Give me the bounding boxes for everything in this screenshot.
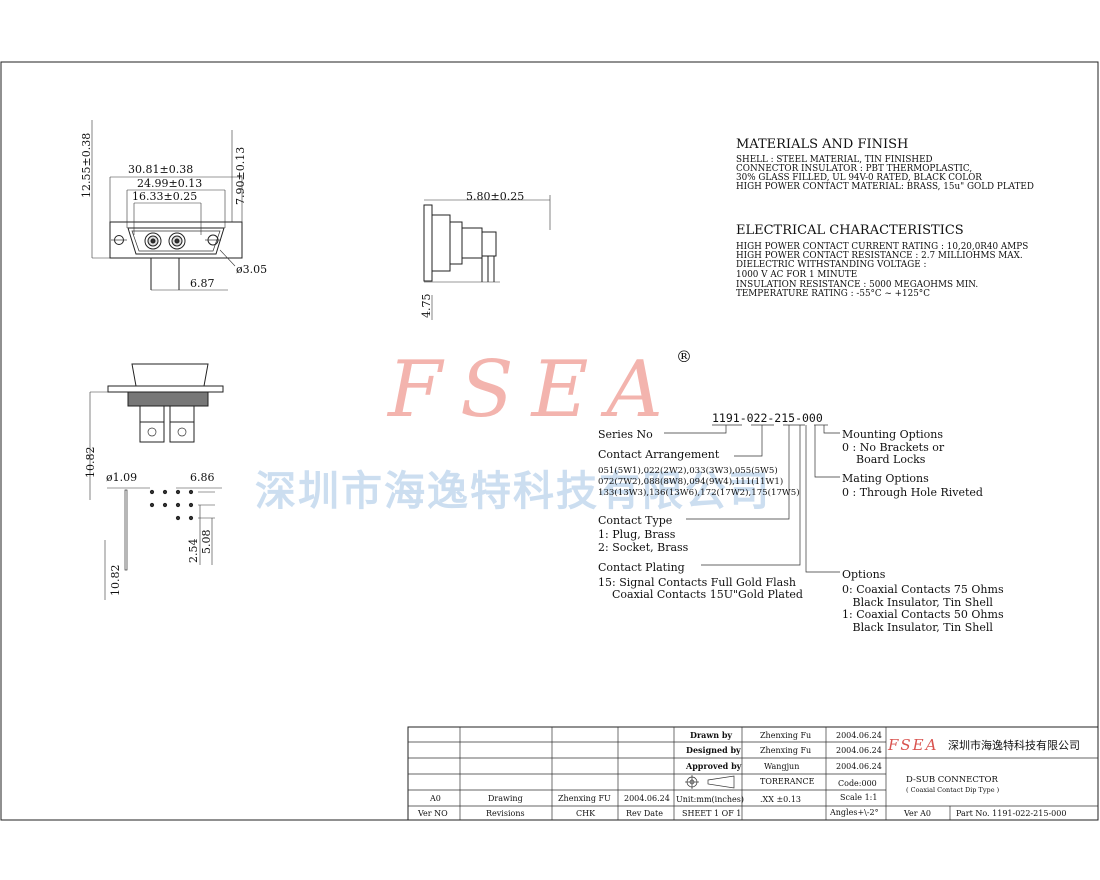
electrical-line: TEMPERATURE RATING : -55°C ~ +125°C (736, 289, 930, 299)
designed-name: Zhenxing Fu (760, 746, 811, 755)
type-line: 1: Plug, Brass (598, 528, 676, 541)
rev-desc: Drawing (488, 794, 523, 803)
dim-height-12-55: 12.55±0.38 (80, 133, 93, 198)
mounting-line: 0 : No Brackets or (842, 441, 945, 454)
watermark-company: 深圳市海逸特科技有限公司 (255, 467, 771, 515)
mating-title: Mating Options (842, 472, 929, 485)
projection-symbol-icon (685, 775, 735, 789)
version-value: Ver A0 (903, 809, 931, 818)
watermark: FSEA ® 深圳市海逸特科技有限公司 (255, 345, 771, 515)
electrical-line: DIELECTRIC WITHSTANDING VOLTAGE : (736, 260, 927, 270)
materials-line: SHELL : STEEL MATERIAL, TIN FINISHED (736, 155, 933, 165)
options-line: 1: Coaxial Contacts 50 Ohms (842, 608, 1004, 621)
pcb-footprint: ø1.09 6.86 2.54 5.08 10.82 (104, 471, 222, 600)
dim-width-30-81: 30.81±0.38 (128, 163, 193, 176)
product-name: D-SUB CONNECTOR (906, 775, 998, 785)
drawn-label: Drawn by (690, 730, 732, 740)
rev-ver: A0 (429, 794, 441, 803)
rev-date: 2004.06.24 (624, 794, 670, 803)
materials-section: MATERIALS AND FINISH SHELL : STEEL MATER… (736, 137, 1034, 192)
options-line: 0: Coaxial Contacts 75 Ohms (842, 583, 1004, 596)
materials-line: CONNECTOR INSULATOR : PBT THERMOPLASTIC, (736, 164, 972, 174)
electrical-title: ELECTRICAL CHARACTERISTICS (736, 223, 964, 238)
part-code-number: 1191-022-215-000 (712, 411, 823, 425)
materials-title: MATERIALS AND FINISH (736, 137, 908, 152)
dim-width-24-99: 24.99±0.13 (137, 177, 202, 190)
mounting-title: Mounting Options (842, 428, 943, 441)
options-title: Options (842, 568, 886, 581)
electrical-line: INSULATION RESISTANCE : 5000 MEGAOHMS MI… (736, 280, 978, 290)
approved-name: Wangjun (764, 762, 799, 771)
scale-value: Scale 1:1 (840, 793, 877, 802)
mounting-line: Board Locks (842, 453, 926, 466)
approved-date: 2004.06.24 (836, 762, 882, 771)
part-number-value: Part No. 1191-022-215-000 (956, 809, 1066, 818)
dim-pitch-6-86: 6.86 (190, 471, 215, 484)
hdr-rev: Revisions (486, 809, 525, 818)
electrical-line: HIGH POWER CONTACT CURRENT RATING : 10,2… (736, 242, 1028, 252)
side-view: 5.80±0.25 4.75 (420, 190, 551, 320)
dim-pin-offset: 6.87 (190, 277, 215, 290)
approved-label: Approved by (685, 761, 742, 771)
dim-width-16-33: 16.33±0.25 (132, 190, 197, 203)
part-number-breakdown: 1191-022-215-000 Series No Contact Arran… (598, 411, 1004, 634)
front-view: 30.81±0.38 24.99±0.13 16.33±0.25 ø3.05 6… (80, 120, 267, 291)
options-line: Black Insulator, Tin Shell (842, 621, 993, 634)
dim-pitch-5-08: 5.08 (200, 530, 213, 555)
electrical-line: HIGH POWER CONTACT RESISTANCE : 2.7 MILL… (736, 251, 1023, 261)
sheet-value: SHEET 1 OF 1 (682, 809, 741, 818)
arrangement-line: 051(5W1),022(2W2),033(3W3),055(5W5) (598, 465, 778, 476)
arrangement-title: Contact Arrangement (598, 448, 720, 461)
angles-value: Angles+\-2° (829, 808, 879, 817)
company-logo: FSEA (887, 736, 938, 754)
hdr-chk: CHK (576, 809, 596, 818)
drawn-name: Zhenxing Fu (760, 731, 811, 740)
plating-line: Coaxial Contacts 15U"Gold Plated (598, 588, 803, 601)
rev-chk: Zhenxing FU (558, 794, 611, 803)
type-line: 2: Socket, Brass (598, 541, 689, 554)
watermark-logo: FSEA (386, 345, 681, 435)
dim-pitch-2-54: 2.54 (187, 539, 200, 564)
options-line: Black Insulator, Tin Shell (842, 596, 993, 609)
watermark-registered: ® (676, 347, 692, 366)
mating-line: 0 : Through Hole Riveted (842, 486, 983, 499)
designed-date: 2004.06.24 (836, 746, 882, 755)
dim-height-7-90: 7.90±0.13 (234, 147, 247, 205)
electrical-section: ELECTRICAL CHARACTERISTICS HIGH POWER CO… (736, 223, 1028, 299)
code-value: Code:000 (838, 779, 877, 788)
materials-line: 30% GLASS FILLED, UL 94V-0 RATED, BLACK … (736, 173, 982, 183)
company-name: 深圳市海逸特科技有限公司 (948, 738, 1080, 752)
title-block: A0 Drawing Zhenxing FU 2004.06.24 Ver NO… (407, 726, 1099, 821)
drawn-date: 2004.06.24 (836, 731, 882, 740)
plating-line: 15: Signal Contacts Full Gold Flash (598, 576, 796, 589)
xx-tolerance: .XX ±0.13 (760, 795, 801, 804)
dim-side-depth: 5.80±0.25 (466, 190, 524, 203)
designed-label: Designed by (686, 745, 741, 755)
arrangement-line: 133(13W3),136(13W6),172(17W2),175(17W5) (598, 487, 800, 498)
dim-hole-dia: ø3.05 (236, 263, 267, 276)
hdr-date: Rev Date (626, 809, 663, 818)
tolerance-label: TORERANCE (760, 777, 815, 786)
type-title: Contact Type (598, 514, 672, 527)
product-subtitle: ( Coaxial Contact Dip Type ) (906, 786, 1000, 794)
dim-bottom-height: 10.82 (109, 565, 122, 597)
materials-line: HIGH POWER CONTACT MATERIAL: BRASS, 15u"… (736, 182, 1034, 192)
dim-elev-height: 10.82 (84, 447, 97, 479)
electrical-line: 1000 V AC FOR 1 MINUTE (736, 270, 857, 280)
dim-pin-dia: ø1.09 (106, 471, 137, 484)
hdr-ver: Ver NO (417, 809, 448, 818)
dim-side-pin: 4.75 (420, 294, 433, 319)
series-label: Series No (598, 428, 653, 441)
arrangement-line: 072(7W2),088(8W8),094(9W4),111(11W1) (598, 476, 783, 487)
elevation-view: 10.82 (84, 363, 224, 500)
units-label: Unit:mm(inches) (676, 795, 744, 804)
plating-title: Contact Plating (598, 561, 685, 574)
